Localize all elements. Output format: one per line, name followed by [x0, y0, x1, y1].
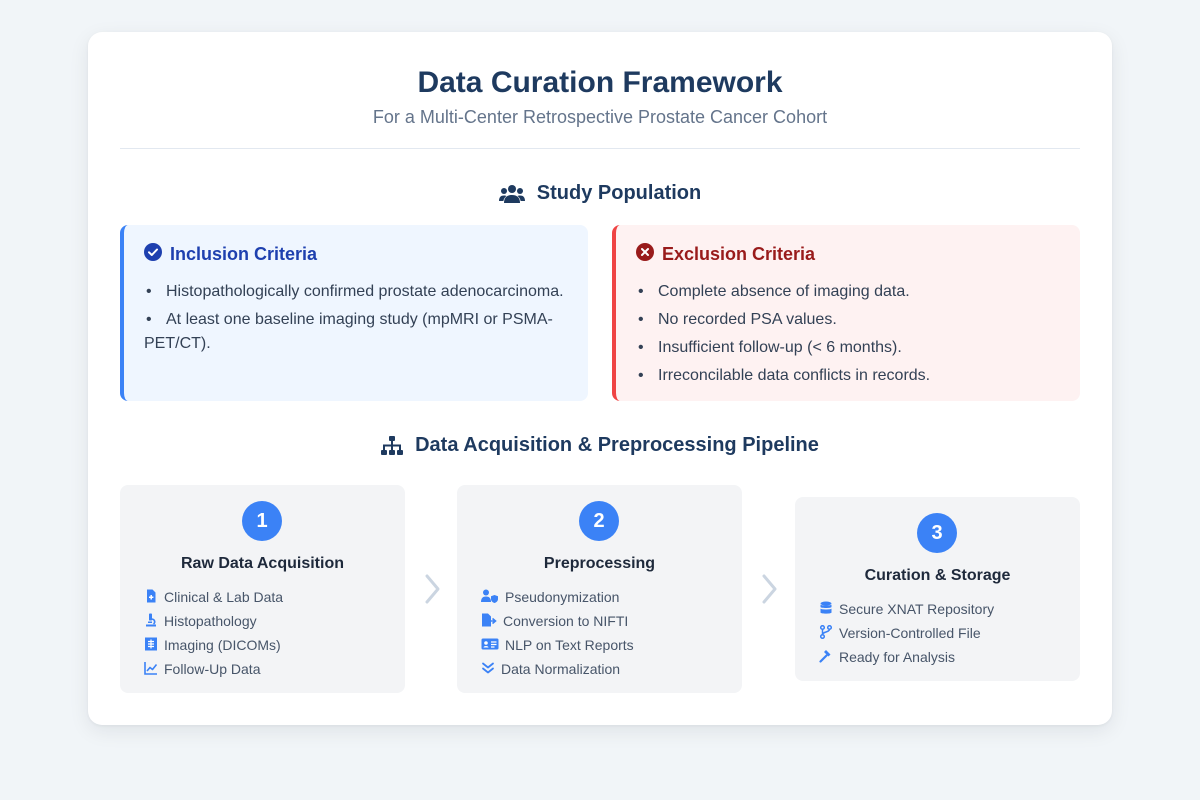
line-chart-icon [144, 661, 158, 678]
study-population-heading: Study Population [88, 182, 1112, 205]
chevron-right-icon [759, 573, 779, 610]
list-item: •Irreconcilable data conflicts in record… [638, 367, 931, 384]
list-item: •No recorded PSA values. [638, 311, 837, 328]
exclusion-title: Exclusion Criteria [662, 244, 816, 264]
inclusion-header: Inclusion Criteria [144, 243, 568, 266]
list-item: •Insufficient follow-up (< 6 months). [638, 339, 902, 356]
medical-file-icon [144, 589, 158, 606]
list-item: Ready for Analysis [819, 645, 994, 669]
pipeline-title: Data Acquisition & Preprocessing Pipelin… [415, 434, 819, 456]
list-item: Version-Controlled File [819, 621, 994, 645]
step-item-list: Clinical & Lab Data Histopathology Imagi… [144, 585, 283, 681]
step-title: Preprocessing [543, 555, 656, 572]
x-ray-icon [144, 637, 158, 654]
hammer-icon [819, 649, 833, 666]
pipeline-heading: Data Acquisition & Preprocessing Pipelin… [88, 434, 1112, 457]
exclusion-header: Exclusion Criteria [636, 243, 1060, 266]
framework-card: Data Curation Framework For a Multi-Cent… [88, 32, 1112, 725]
step-number-badge: 2 [579, 501, 619, 541]
inclusion-list: •Histopathologically confirmed prostate … [144, 280, 568, 356]
chevron-right-icon [422, 573, 442, 610]
list-item: •At least one baseline imaging study (mp… [144, 311, 553, 352]
inclusion-title: Inclusion Criteria [170, 244, 318, 264]
exclusion-list: •Complete absence of imaging data. •No r… [636, 280, 1060, 388]
check-circle-icon [144, 243, 162, 266]
list-item: Pseudonymization [481, 585, 634, 609]
page-subtitle: For a Multi-Center Retrospective Prostat… [372, 107, 828, 127]
step-title: Raw Data Acquisition [181, 555, 344, 572]
list-item: Secure XNAT Repository [819, 597, 994, 621]
id-card-icon [481, 637, 499, 654]
list-item: Imaging (DICOMs) [144, 633, 283, 657]
page-title: Data Curation Framework [417, 66, 783, 99]
database-icon [819, 601, 833, 618]
file-export-icon [481, 613, 497, 630]
study-population-title: Study Population [536, 182, 702, 204]
pipeline-step-2: 2 Preprocessing Pseudonymization Convers… [457, 485, 742, 693]
step-item-list: Pseudonymization Conversion to NIFTI NLP… [481, 585, 634, 681]
pipeline-step-1: 1 Raw Data Acquisition Clinical & Lab Da… [120, 485, 405, 693]
step-title: Curation & Storage [864, 567, 1011, 584]
sitemap-icon [381, 435, 404, 456]
list-item: •Histopathologically confirmed prostate … [146, 283, 564, 300]
code-branch-icon [819, 624, 833, 642]
users-icon [498, 184, 525, 204]
pipeline-step-3: 3 Curation & Storage Secure XNAT Reposit… [795, 497, 1080, 681]
microscope-icon [144, 613, 158, 630]
exclusion-criteria-box: Exclusion Criteria •Complete absence of … [612, 225, 1080, 401]
list-item: •Complete absence of imaging data. [638, 283, 910, 300]
list-item: Histopathology [144, 609, 283, 633]
list-item: Follow-Up Data [144, 657, 283, 681]
step-item-list: Secure XNAT Repository Version-Controlle… [819, 597, 994, 669]
user-shield-icon [481, 589, 499, 606]
list-item: Conversion to NIFTI [481, 609, 634, 633]
double-check-icon [481, 661, 495, 678]
list-item: Clinical & Lab Data [144, 585, 283, 609]
x-circle-icon [636, 243, 654, 266]
list-item: Data Normalization [481, 657, 634, 681]
list-item: NLP on Text Reports [481, 633, 634, 657]
inclusion-criteria-box: Inclusion Criteria •Histopathologically … [120, 225, 588, 401]
header-divider [120, 148, 1080, 149]
step-number-badge: 3 [917, 513, 957, 553]
step-number-badge: 1 [242, 501, 282, 541]
